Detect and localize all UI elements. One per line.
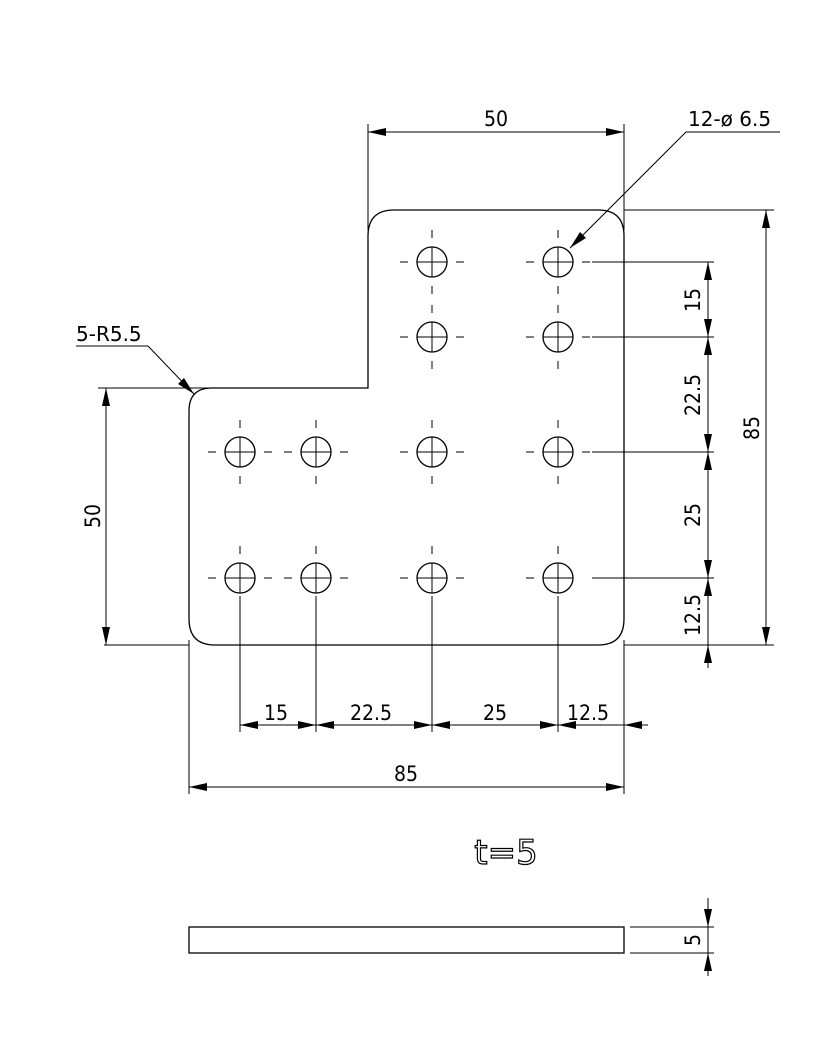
dim-top-width: 50 [367, 107, 625, 230]
radius-callout: 5-R5.5 [76, 322, 195, 395]
dim-bottom-chain-3: 25 [483, 701, 507, 725]
hole [400, 546, 464, 594]
hole [208, 420, 272, 484]
hole-grid [208, 230, 590, 594]
hole-callout-label: 12-ø 6.5 [688, 107, 771, 131]
hole [526, 420, 590, 484]
hole [526, 305, 590, 369]
dim-bottom-chain-1: 15 [264, 701, 288, 725]
hole [208, 546, 272, 594]
dim-left-height-label: 50 [81, 504, 105, 528]
dim-bottom-chain: 15 22.5 25 12.5 [239, 596, 648, 732]
dim-overall-width-label: 85 [394, 762, 418, 786]
dim-overall-height: 85 [624, 209, 774, 646]
hole [284, 420, 348, 484]
dim-right-chain-1: 15 [681, 288, 705, 312]
radius-callout-label: 5-R5.5 [76, 322, 142, 346]
dim-right-chain-3: 25 [681, 503, 705, 527]
dim-right-chain: 15 22.5 25 12.5 [592, 261, 714, 668]
hole [400, 420, 464, 484]
dim-side-thickness-label: 5 [681, 934, 705, 946]
dim-right-chain-4: 12.5 [681, 594, 705, 636]
dim-top-width-label: 50 [484, 107, 508, 131]
dim-bottom-chain-4: 12.5 [567, 701, 609, 725]
hole [400, 230, 464, 294]
hole-callout: 12-ø 6.5 [569, 107, 780, 249]
dim-overall-height-label: 85 [740, 416, 764, 440]
dim-overall-width: 85 [188, 640, 625, 794]
dim-left-height: 50 [81, 387, 210, 646]
side-view: 5 [188, 898, 714, 976]
hole [400, 305, 464, 369]
hole [526, 546, 574, 594]
plate-outline [188, 209, 625, 646]
hole [284, 546, 348, 594]
dim-bottom-chain-2: 22.5 [350, 701, 392, 725]
thickness-note: t=5 [474, 833, 537, 873]
hole [526, 230, 590, 294]
dim-right-chain-2: 22.5 [681, 374, 705, 416]
